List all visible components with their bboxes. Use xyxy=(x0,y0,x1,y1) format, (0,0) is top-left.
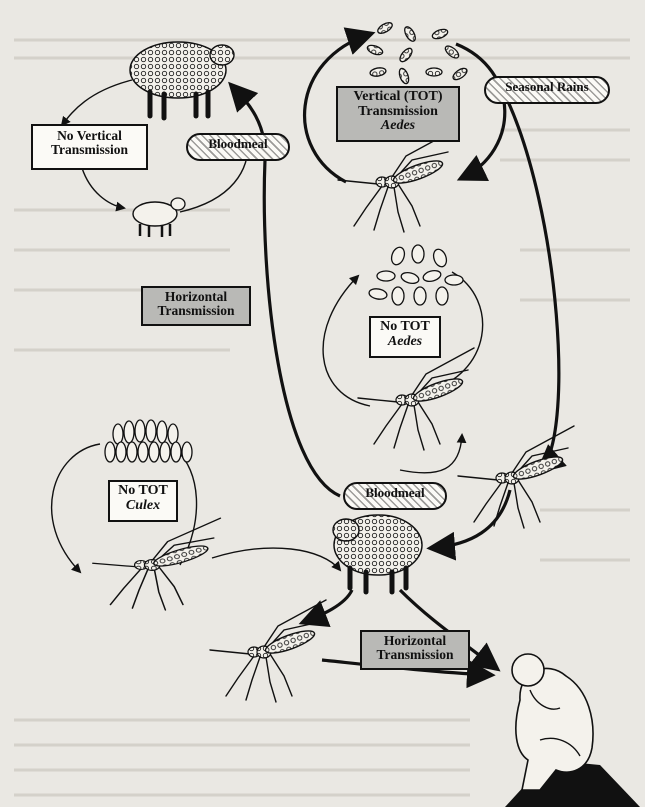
mosquito-icon xyxy=(93,518,221,610)
mosquito-icon xyxy=(338,130,454,232)
arrow-notot-aedes-left xyxy=(323,276,370,406)
human-thinker-icon xyxy=(505,654,640,807)
arrow-eggs-to-mosquito xyxy=(456,44,505,178)
arrow-culex-to-sheep xyxy=(212,548,340,570)
bloodmeal-label-top: Bloodmeal xyxy=(186,133,290,161)
aedes-eggs-icon xyxy=(368,245,463,305)
arrow-culex-left xyxy=(52,444,100,572)
mosquito-icon xyxy=(358,348,474,450)
arrow-sheep-to-label xyxy=(62,80,132,125)
aedes-eggs-icon xyxy=(366,21,469,85)
arrow-bloodmeal-loop xyxy=(400,435,462,473)
culex-egg-raft-icon xyxy=(105,420,192,462)
lamb-icon xyxy=(133,198,185,237)
sheep-icon xyxy=(333,515,422,592)
arrow-label-to-lamb xyxy=(82,168,124,208)
mosquito-icon xyxy=(210,600,326,702)
bloodmeal-label-bottom: Bloodmeal xyxy=(343,482,447,510)
arrow-seasonal-rains xyxy=(505,95,559,470)
seasonal-rains-label: Seasonal Rains xyxy=(484,76,610,104)
arrow-sheep-to-culex xyxy=(304,590,352,622)
mosquito-icon xyxy=(458,426,574,528)
sheep-icon xyxy=(130,42,234,118)
